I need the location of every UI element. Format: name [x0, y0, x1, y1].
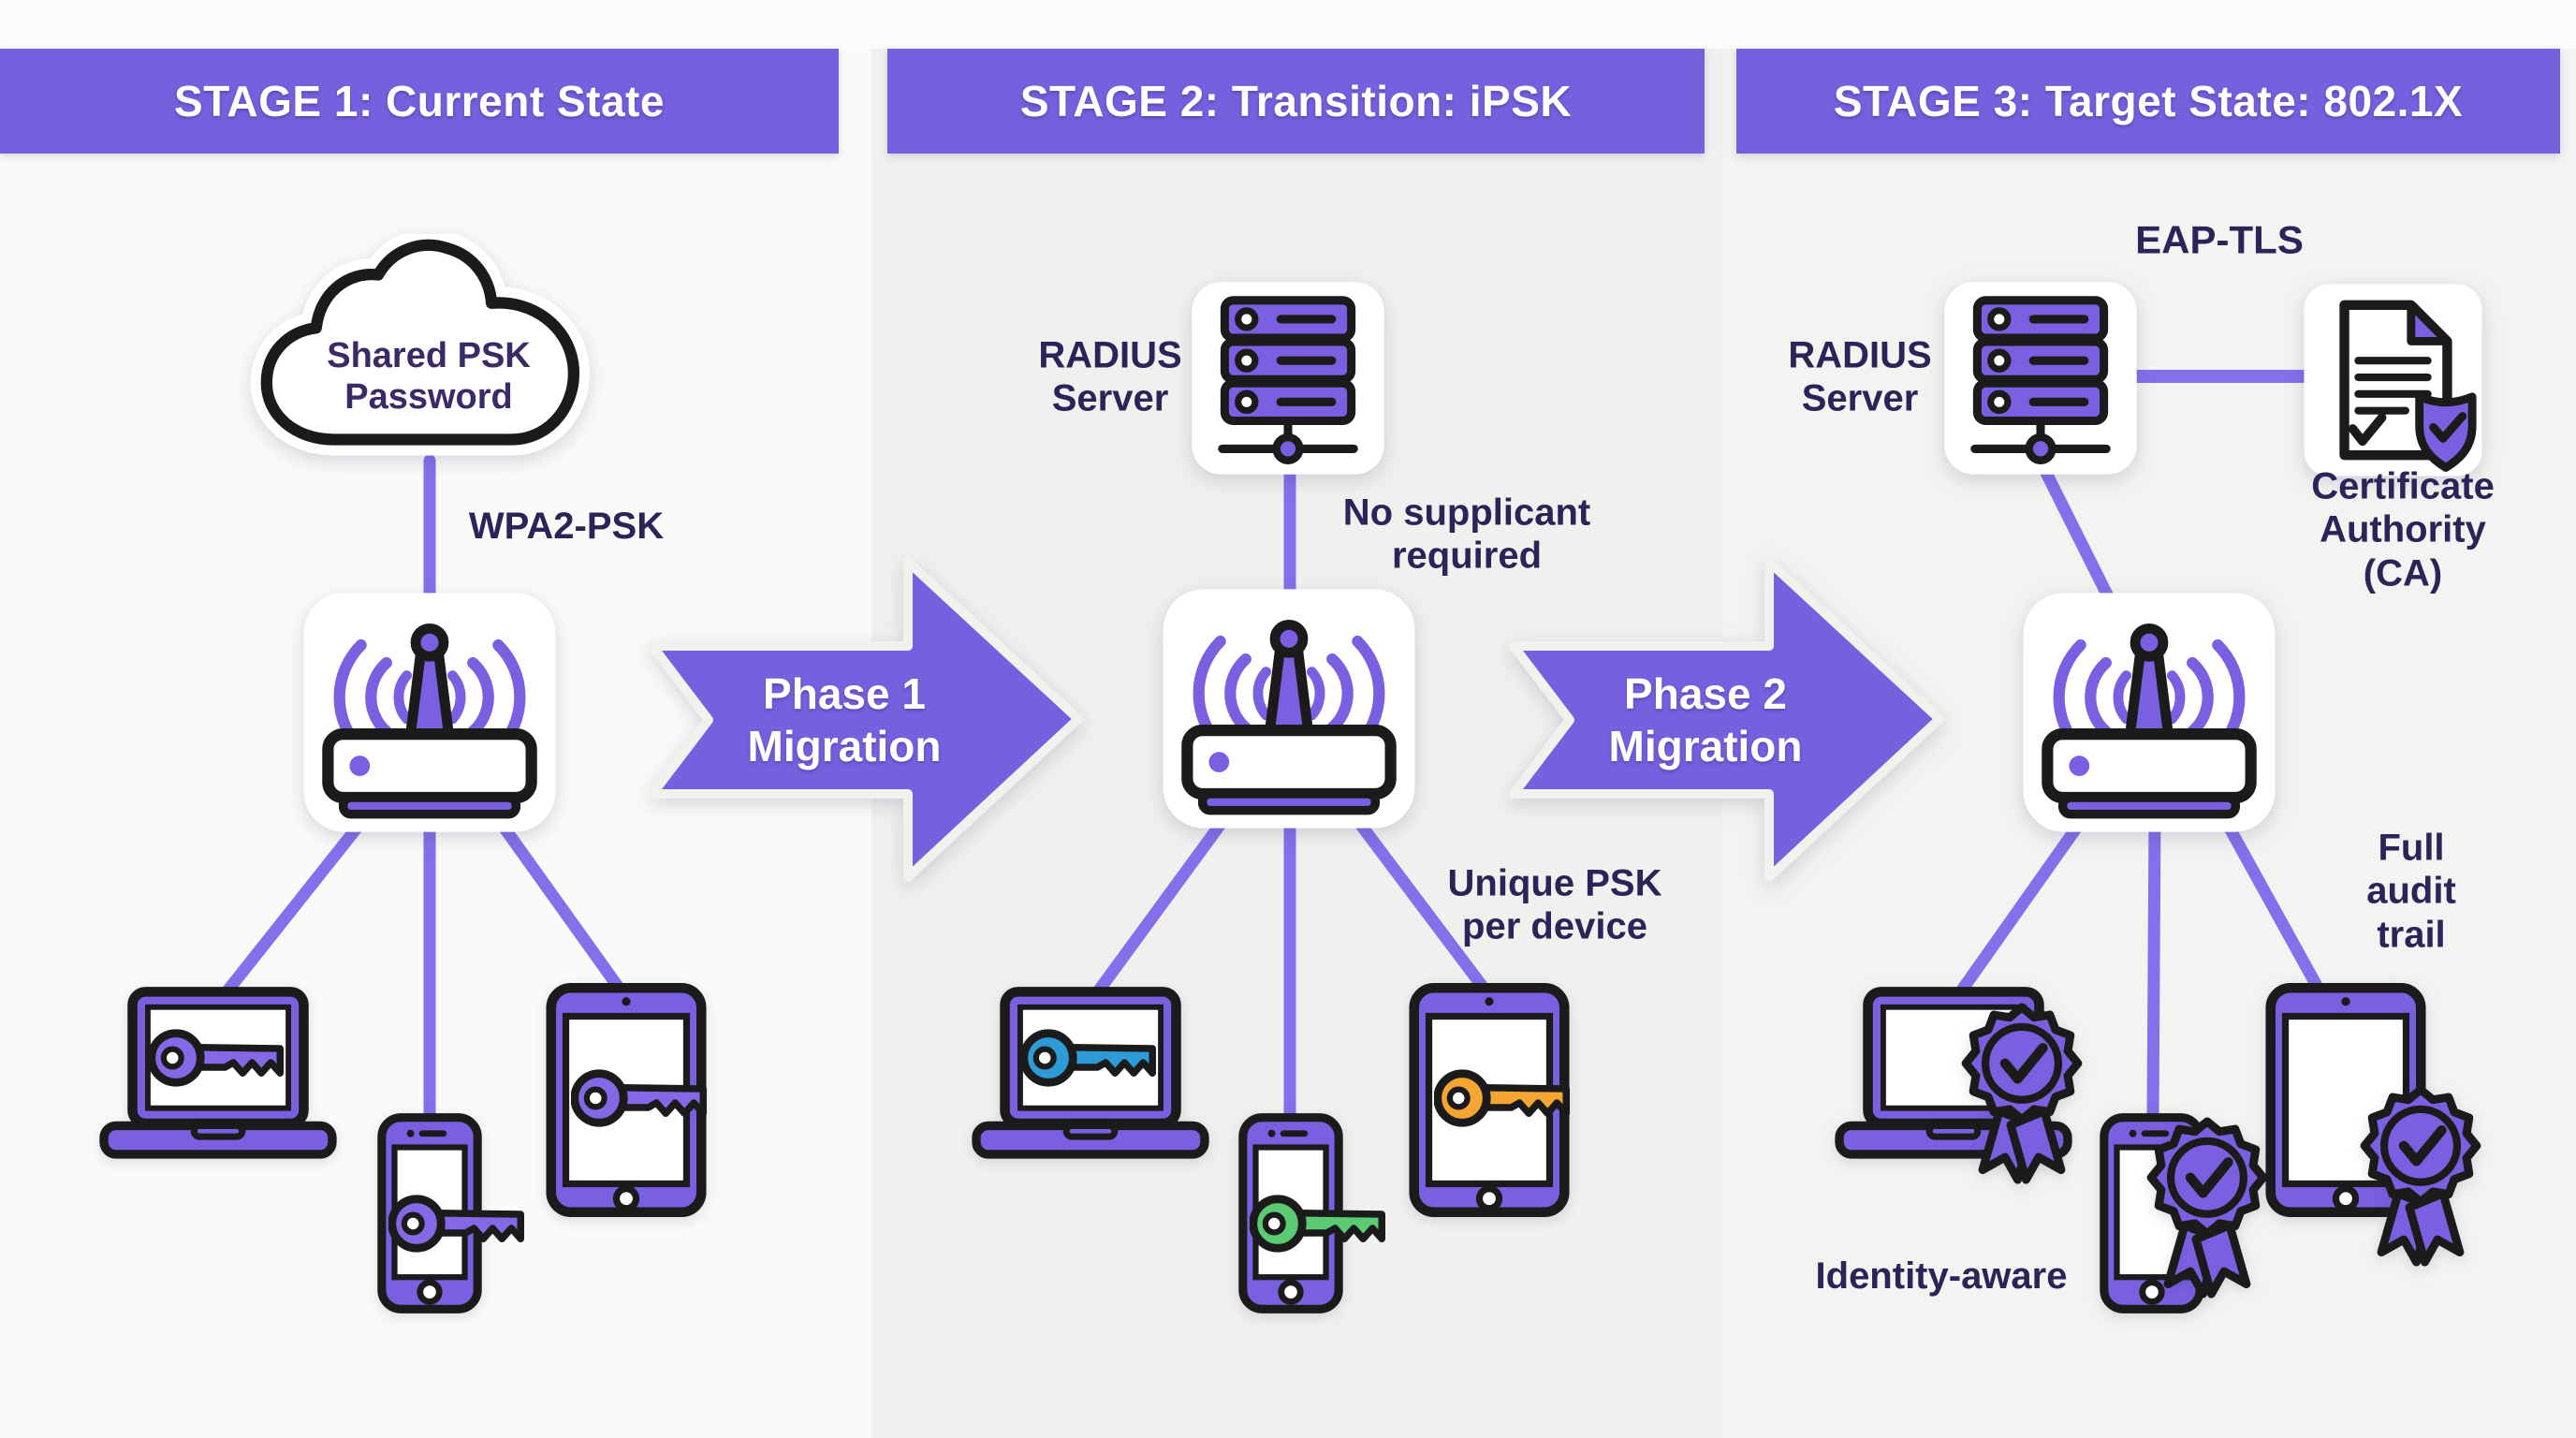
link-router2-tablet — [1348, 810, 1495, 1001]
laptop2-icon — [976, 991, 1205, 1154]
phase1-arrow — [648, 557, 1083, 882]
cloud-label: Shared PSK Password — [327, 335, 531, 417]
link-router1-laptop — [215, 810, 373, 1005]
stage1-header: STAGE 1: Current State — [0, 49, 839, 154]
stage3-header: STAGE 3: Target State: 802.1X — [1736, 49, 2560, 154]
link-router3-tablet — [2217, 810, 2328, 1001]
migration-arrows — [648, 557, 1944, 882]
identity-aware-label: Identity-aware — [1815, 1255, 2068, 1297]
radius-server2-icon — [1192, 282, 1383, 474]
phase2-arrow — [1509, 557, 1944, 882]
phase1-arrow-label: Phase 1 Migration — [747, 668, 942, 770]
phase2-arrow-label: Phase 2 Migration — [1608, 668, 1803, 770]
top-band — [0, 0, 2576, 49]
no-supplicant-label: No supplicant required — [1342, 492, 1591, 577]
stage3-title: STAGE 3: Target State: 802.1X — [1833, 77, 2464, 125]
wpa2-psk-label: WPA2-PSK — [468, 505, 665, 547]
connector-lines — [215, 370, 2328, 1125]
unique-psk-label: Unique PSK per device — [1447, 862, 1662, 947]
link-router3-laptop — [1950, 810, 2091, 1005]
stage2-header: STAGE 2: Transition: iPSK — [887, 49, 1705, 154]
stage2-title: STAGE 2: Transition: iPSK — [1019, 77, 1573, 125]
radius-server2-label: RADIUS Server — [1038, 334, 1182, 419]
router3-icon — [2024, 593, 2276, 831]
certificate-authority-icon — [2304, 285, 2481, 477]
radius-server3-label: RADIUS Server — [1788, 334, 1932, 419]
link-router2-laptop — [1087, 810, 1233, 1005]
radius-server3-icon — [1944, 282, 2136, 474]
link-router1-tablet — [490, 810, 630, 1001]
certificate-authority-label: Certificate Authority (CA) — [2311, 465, 2495, 594]
router2-icon — [1164, 589, 1415, 828]
full-audit-label: Full audit trail — [2366, 827, 2456, 956]
laptop1-icon — [104, 991, 332, 1154]
link-router3-phone — [2146, 810, 2161, 1125]
router1-icon — [304, 593, 556, 831]
tablet3-badge-icon — [2364, 1090, 2477, 1262]
stage1-title: STAGE 1: Current State — [174, 77, 665, 125]
eap-tls-label: EAP-TLS — [2135, 217, 2304, 262]
